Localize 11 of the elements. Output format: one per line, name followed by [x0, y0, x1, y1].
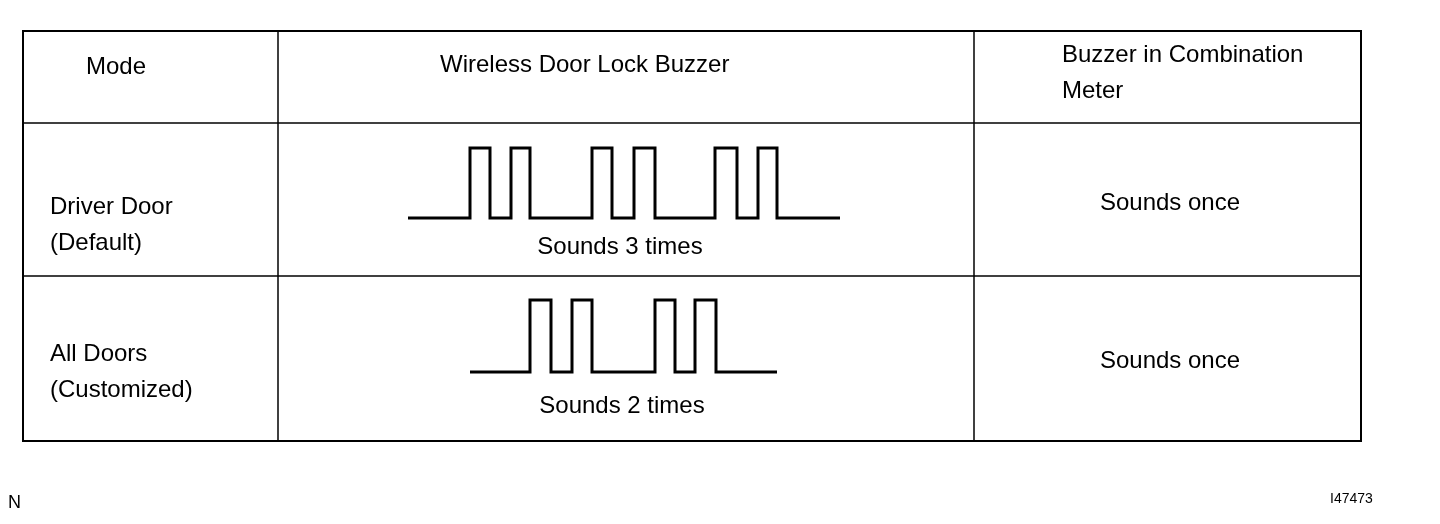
table-cell-text: Sounds once	[1098, 345, 1242, 375]
column-header: Wireless Door Lock Buzzer	[440, 49, 731, 79]
row-header: All Doors (Customized)	[50, 338, 194, 404]
corner-mark: N	[8, 491, 22, 514]
figure-code: I47473	[1330, 489, 1374, 508]
table-cell-text: Sounds once	[1098, 187, 1242, 217]
column-header: Buzzer in Combination Meter	[1062, 39, 1305, 105]
row-header: Driver Door (Default)	[50, 191, 174, 257]
waveform-caption: Sounds 3 times	[536, 231, 704, 261]
waveform-caption: Sounds 2 times	[538, 390, 706, 420]
column-header: Mode	[86, 51, 148, 81]
